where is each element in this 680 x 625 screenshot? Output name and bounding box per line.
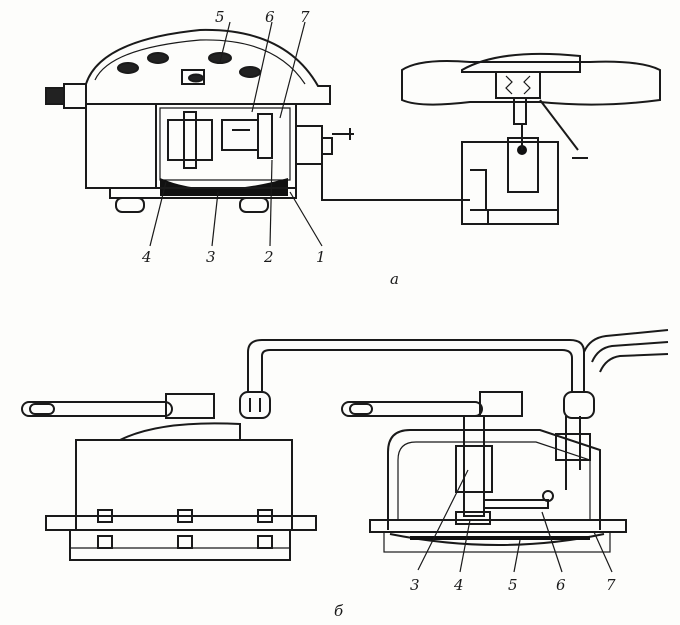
- connecting-tube: [321, 150, 470, 201]
- callout-1: 1: [316, 248, 326, 266]
- callout-7: 7: [300, 8, 310, 26]
- wire-harness: [239, 329, 669, 419]
- callout-2: 2: [263, 248, 274, 266]
- diagram-a: 5 6 7 4 3 2 1 а: [45, 8, 661, 288]
- sensor-housing: [45, 28, 354, 213]
- callout-4: 4: [141, 248, 152, 266]
- radiator-cap: [401, 52, 661, 225]
- callout-b-3: 3: [410, 576, 420, 594]
- callout-b-6: 6: [556, 576, 566, 594]
- sublabel-a: а: [390, 270, 399, 288]
- leader-lines-a: [149, 21, 323, 247]
- callout-b-4: 4: [453, 576, 464, 594]
- callout-b-7: 7: [606, 576, 616, 594]
- sensor-exterior: [21, 393, 317, 561]
- callout-3: 3: [206, 248, 216, 266]
- sublabel-b: б: [334, 602, 344, 620]
- callout-b-5: 5: [508, 576, 518, 594]
- leader-lines-b: [417, 469, 613, 573]
- sensor-cutaway: [341, 391, 627, 553]
- callout-6: 6: [265, 8, 275, 26]
- diagram-b: 3 4 5 6 7 б: [21, 329, 669, 620]
- callout-5: 5: [215, 8, 225, 26]
